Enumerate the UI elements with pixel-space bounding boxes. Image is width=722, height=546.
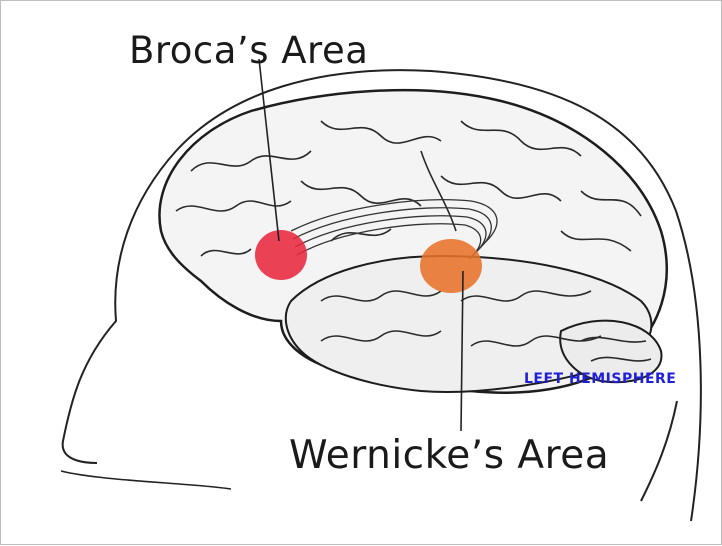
wernicke-region (420, 239, 482, 293)
head-lower-outline (61, 471, 231, 489)
hemisphere-label: LEFT HEMISPHERE (524, 371, 676, 387)
broca-label: Broca’s Area (129, 29, 368, 72)
wernicke-label: Wernicke’s Area (289, 433, 609, 478)
broca-region (255, 230, 307, 280)
neck-outline (641, 401, 677, 501)
